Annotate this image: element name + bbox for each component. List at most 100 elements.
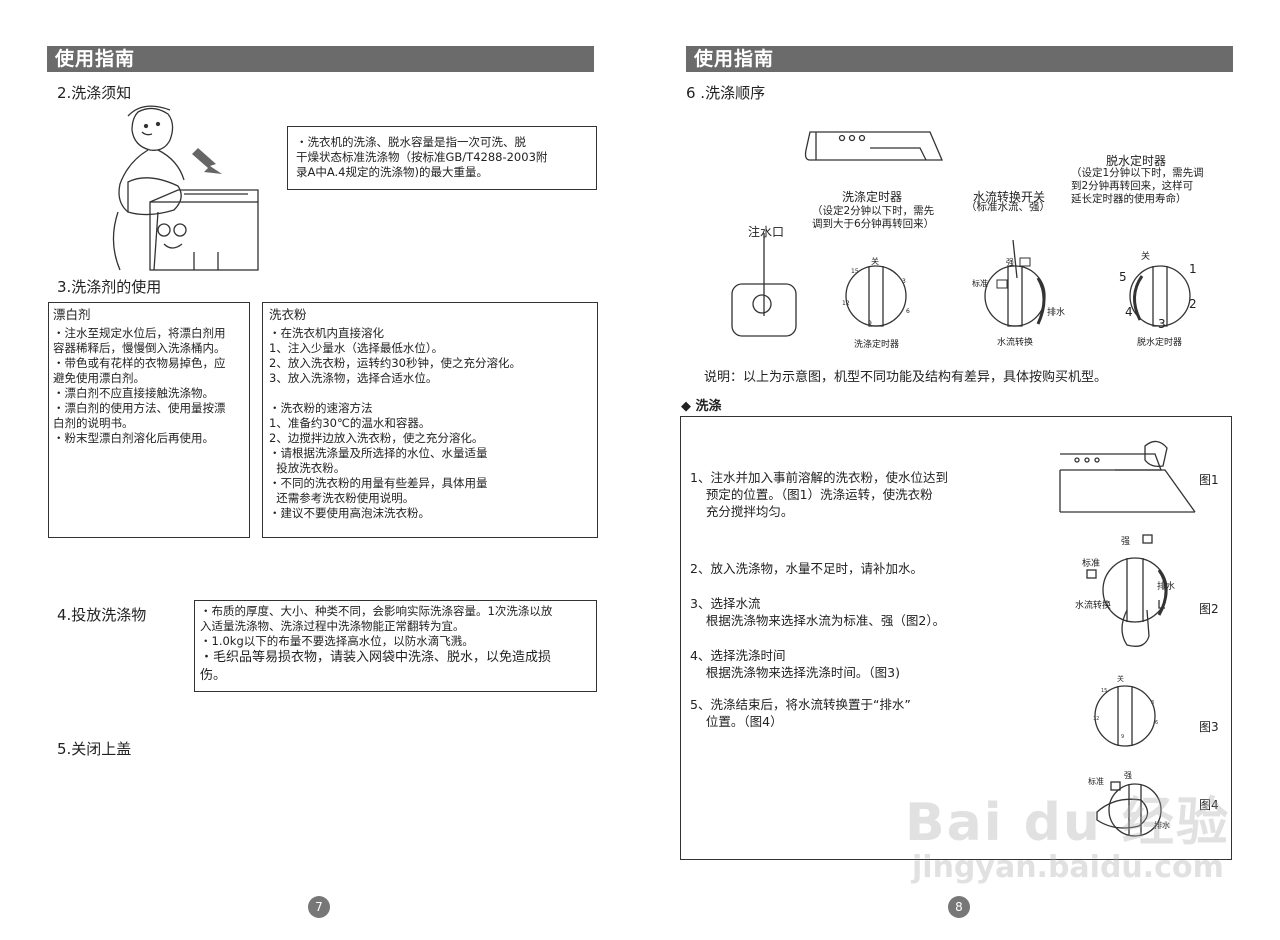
powder-line: 还需参考洗衣粉使用说明。	[269, 491, 415, 505]
page-number-left: 7	[308, 896, 330, 918]
powder-line: 1、准备约30℃的温水和容器。	[269, 416, 431, 430]
spin-timer-label: 脱水定时器	[1137, 338, 1183, 348]
fig2-drain-label: 排水	[1157, 582, 1176, 592]
wash-step: 5、洗涤结束后，将水流转换置于“排水” 位置。（图4）	[690, 696, 911, 730]
wash-dial-num: 3	[902, 278, 906, 285]
load-note-line: 伤。	[200, 668, 227, 683]
wash-step-line: 5、洗涤结束后，将水流转换置于“排水”	[690, 697, 911, 712]
powder-line: ・建议不要使用高泡沫洗衣粉。	[269, 506, 430, 520]
wash-dial-num: 15	[851, 268, 859, 275]
load-note-line: 入适量洗涤物、洗涤过程中洗涤物能正常翻转为宜。	[200, 619, 465, 633]
load-note-line: ・1.0kg以下的布量不要选择高水位，以防水滴飞溅。	[200, 634, 474, 648]
bleach-line: 避免使用漂白剂。	[53, 371, 145, 385]
section-2-title: 2.洗涤须知	[57, 84, 132, 102]
bleach-line: ・漂白剂的使用方法、使用量按漂	[53, 401, 226, 415]
inlet-label: 注水口	[748, 225, 785, 239]
fig3-dial-num: 3	[1151, 700, 1154, 706]
bleach-line: 容器稀释后，慢慢倒入洗涤桶内。	[53, 341, 226, 355]
capacity-note-line: 录A中A.4规定的洗涤物)的最大重量。	[296, 165, 488, 179]
fig3-dial-num: 9	[1121, 734, 1124, 740]
wash-step-line: 1、注水并加入事前溶解的洗衣粉，使水位达到	[690, 470, 948, 485]
wash-step: 3、选择水流 根据洗涤物来选择水流为标准、强（图2）。	[690, 595, 945, 629]
wash-timer-note: （设定2分钟以下时，需先 调到大于6分钟再转回来）	[812, 205, 934, 231]
bleach-box: 漂白剂 ・注水至规定水位后，将漂白剂用 容器稀释后，慢慢倒入洗涤桶内。 ・带色或…	[48, 302, 250, 538]
fig3-dial-num: 12	[1093, 716, 1099, 722]
bleach-line: 白剂的说明书。	[53, 416, 134, 430]
powder-line: ・请根据洗涤量及所选择的水位、水量适量	[269, 446, 488, 460]
spin-timer-note-line: 到2分钟再转回来，这样可	[1071, 180, 1194, 192]
capacity-note-line: ・洗衣机的洗涤、脱水容量是指一次可洗、脱	[296, 135, 526, 149]
figure-label-1: 图1	[1199, 473, 1219, 487]
wash-step-line: 3、选择水流	[690, 596, 761, 611]
powder-line: 2、边搅拌边放入洗衣粉，使之充分溶化。	[269, 431, 484, 445]
baidu-watermark-brand: Bai du 经验	[905, 793, 1230, 853]
wash-step-line: 充分搅拌均匀。	[690, 504, 794, 519]
powder-line: ・洗衣粉的速溶方法	[269, 401, 373, 415]
wash-step-line: 4、选择洗涤时间	[690, 648, 786, 663]
flow-switch-label: 水流转换	[997, 338, 1034, 348]
bleach-line: ・带色或有花样的衣物易掉色，应	[53, 356, 226, 370]
wash-step-line: 根据洗涤物来选择洗涤时间。（图3)	[690, 665, 900, 680]
wash-figures: 关 15 3 12 6 9	[1059, 440, 1196, 837]
figure-label-2: 图2	[1199, 602, 1219, 616]
spin-timer-title: 脱水定时器	[1106, 154, 1167, 168]
fig3-dial-num: 15	[1101, 688, 1107, 694]
wash-timer-note-line: （设定2分钟以下时，需先	[812, 205, 935, 217]
wash-dial-off-label: 关	[871, 257, 879, 266]
spin-off-label: 关	[1141, 252, 1151, 262]
spin-timer-note-line: 延长定时器的使用寿命）	[1071, 193, 1187, 205]
fig2-flow-label: 水流转换	[1075, 601, 1112, 611]
spin-num: 4	[1125, 305, 1133, 319]
powder-title: 洗衣粉	[269, 307, 307, 322]
powder-line: 2、放入洗衣粉，运转约30秒钟，使之充分溶化。	[269, 356, 521, 370]
load-note-box: ・布质的厚度、大小、种类不同，会影响实际洗涤容量。1次洗涤以放 入适量洗涤物、洗…	[194, 600, 597, 692]
bleach-title: 漂白剂	[53, 307, 91, 322]
fig4-drain-label: 排水	[1154, 821, 1170, 830]
fig4-std-label: 标准	[1088, 777, 1104, 786]
spin-num: 5	[1119, 270, 1127, 284]
strong-flow-icon	[1019, 257, 1031, 267]
left-header: 使用指南	[47, 46, 594, 72]
baidu-watermark-url: jingyan.baidu.com	[912, 850, 1224, 885]
section-5-title: 5.关闭上盖	[57, 740, 132, 758]
wash-step-line: 根据洗涤物来选择水流为标准、强（图2）。	[690, 613, 946, 628]
load-note-line: ・布质的厚度、大小、种类不同，会影响实际洗涤容量。1次洗涤以放	[200, 604, 553, 618]
wash-section-title: ◆ 洗涤	[681, 399, 722, 414]
spin-num: 3	[1158, 317, 1166, 331]
bleach-line: ・粉末型漂白剂溶化后再使用。	[53, 431, 214, 445]
flow-drain-label: 排水	[1047, 308, 1066, 318]
capacity-note-line: 干燥状态标准洗涤物（按标准GB/T4288-2003附	[296, 150, 548, 164]
page-number-right: 8	[948, 896, 970, 918]
spin-timer-note: （设定1分钟以下时，需先调 到2分钟再转回来，这样可 延长定时器的使用寿命）	[1071, 167, 1204, 206]
bleach-line: ・漂白剂不应直接接触洗涤物。	[53, 386, 214, 400]
wash-timer-label: 洗涤定时器	[854, 340, 900, 350]
wash-step-line: 位置。（图4）	[690, 714, 783, 729]
diagram-note: 说明：以上为示意图，机型不同功能及结构有差异，具体按购买机型。	[704, 370, 1108, 385]
flow-switch-note: （标准水流、强）	[966, 201, 1050, 213]
figure-label-3: 图3	[1199, 720, 1219, 734]
wash-dial-num: 12	[842, 300, 850, 307]
powder-line: ・在洗衣机内直接溶化	[269, 326, 384, 340]
wash-dial-num: 6	[906, 308, 910, 315]
powder-box: 洗衣粉 ・在洗衣机内直接溶化 1、注入少量水（选择最低水位）。 2、放入洗衣粉，…	[262, 302, 598, 538]
flow-strong-label: 强	[1006, 258, 1014, 267]
wash-step: 4、选择洗涤时间 根据洗涤物来选择洗涤时间。（图3)	[690, 647, 900, 681]
right-header: 使用指南	[686, 46, 1233, 72]
flow-std-label: 标准	[972, 279, 988, 288]
section-3-title: 3.洗涤剂的使用	[57, 278, 162, 296]
wash-dial-num: 9	[868, 320, 872, 327]
fig3-dial-num: 6	[1155, 720, 1158, 726]
load-note-line: ・毛织品等易损衣物，请装入网袋中洗涤、脱水，以免造成损	[200, 650, 552, 665]
wash-steps-box	[680, 416, 1232, 860]
fig4-strong-label: 强	[1124, 771, 1132, 780]
spin-num: 1	[1189, 262, 1197, 276]
wash-step: 2、放入洗涤物，水量不足时，请补加水。	[690, 560, 923, 577]
powder-line: 投放洗衣粉。	[269, 461, 346, 475]
woman-washer-illustration	[112, 105, 259, 271]
fig2-strong-label: 强	[1121, 537, 1131, 547]
spin-num: 2	[1189, 297, 1197, 311]
wash-timer-note-line: 调到大于6分钟再转回来）	[812, 218, 935, 230]
wash-timer-title: 洗涤定时器	[842, 190, 903, 204]
section-4-title: 4.投放洗涤物	[57, 606, 147, 624]
powder-line: 1、注入少量水（选择最低水位）。	[269, 341, 444, 355]
